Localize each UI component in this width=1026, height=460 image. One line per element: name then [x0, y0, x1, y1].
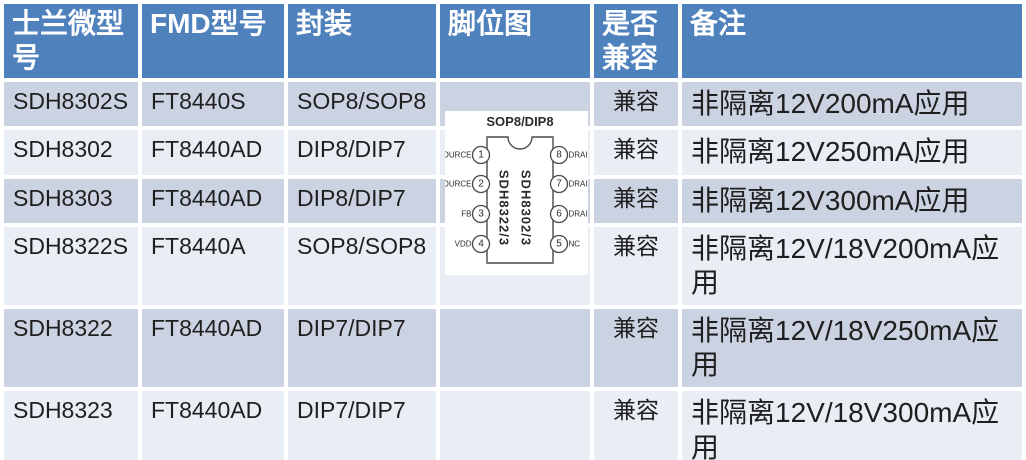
cell-compatible: 兼容 [594, 82, 678, 127]
col-header-compatible: 是否兼容 [594, 4, 678, 79]
pin-number: 6 [556, 209, 562, 220]
chip-label-right: SDH8302/3 [519, 170, 534, 246]
pin-circle [471, 234, 491, 254]
pin-label: SOURCE [445, 180, 472, 189]
col-header-pin-diagram: 脚位图 [440, 4, 590, 79]
left-pins [471, 145, 491, 254]
pin-circle [471, 145, 491, 165]
cell-note: 非隔离12V/18V250mA应用 [682, 309, 1022, 388]
left-pin-numbers: 1 2 3 4 [478, 150, 484, 250]
cell-fmd-model: FT8440S [142, 82, 284, 127]
pin-circle [549, 204, 569, 224]
pin-label: NC [569, 240, 581, 249]
pin-label: SOURCE [445, 151, 472, 160]
pin-diagram-figure: SOP8/DIP8 SDH8322/3 SDH8302/3 1 2 3 4 SO… [445, 114, 589, 264]
cell-compatible: 兼容 [594, 391, 678, 460]
pin-number: 5 [556, 239, 562, 250]
pin-number: 8 [556, 150, 562, 161]
cell-pin-diagram [440, 391, 590, 460]
cell-package: SOP8/SOP8 [288, 82, 436, 127]
col-header-silan-model: 士兰微型号 [4, 4, 138, 79]
cell-note: 非隔离12V300mA应用 [682, 178, 1022, 223]
col-header-package: 封装 [288, 4, 436, 79]
cell-fmd-model: FT8440A [142, 226, 284, 306]
cell-silan-model: SDH8322 [4, 309, 138, 388]
pin-circle [471, 204, 491, 224]
cell-note: 非隔离12V250mA应用 [682, 130, 1022, 175]
pin-circle [549, 145, 569, 165]
cell-package: SOP8/SOP8 [288, 226, 436, 306]
cell-package: DIP8/DIP7 [288, 130, 436, 175]
cell-fmd-model: FT8440AD [142, 309, 284, 388]
cell-fmd-model: FT8440AD [142, 130, 284, 175]
cell-note: 非隔离12V200mA应用 [682, 82, 1022, 127]
pin-number: 4 [478, 239, 484, 250]
pin-diagram-title: SOP8/DIP8 [486, 114, 553, 129]
cell-fmd-model: FT8440AD [142, 391, 284, 460]
chip-outline [486, 136, 554, 264]
header-row: 士兰微型号 FMD型号 封装 脚位图 是否兼容 备注 [4, 4, 1022, 79]
pin-number: 2 [478, 179, 484, 190]
cell-compatible: 兼容 [594, 130, 678, 175]
cell-package: DIP7/DIP7 [288, 309, 436, 388]
table-row: SDH8302S FT8440S SOP8/SOP8 兼容 非隔离12V200m… [4, 82, 1022, 127]
pin-label: VDD [455, 240, 472, 249]
table-row: SDH8323 FT8440AD DIP7/DIP7 兼容 非隔离12V/18V… [4, 391, 1022, 460]
cell-compatible: 兼容 [594, 226, 678, 306]
right-pins [549, 145, 569, 254]
col-header-note: 备注 [682, 4, 1022, 79]
cell-compatible: 兼容 [594, 178, 678, 223]
pin-circle [471, 174, 491, 194]
table-row: SDH8322 FT8440AD DIP7/DIP7 兼容 非隔离12V/18V… [4, 309, 1022, 388]
table-row: SDH8303 FT8440AD DIP8/DIP7 兼容 非隔离12V300m… [4, 178, 1022, 223]
cell-package: DIP8/DIP7 [288, 178, 436, 223]
pin-number: 7 [556, 179, 562, 190]
cell-silan-model: SDH8322S [4, 226, 138, 306]
cell-silan-model: SDH8302S [4, 82, 138, 127]
cell-silan-model: SDH8302 [4, 130, 138, 175]
pin-label: FB [461, 210, 471, 219]
pin-circle [549, 174, 569, 194]
col-header-fmd-model: FMD型号 [142, 4, 284, 79]
pin-number: 1 [478, 150, 484, 161]
chip-label-left: SDH8322/3 [497, 170, 512, 246]
cell-fmd-model: FT8440AD [142, 178, 284, 223]
left-pin-labels: SOURCE SOURCE FB VDD [445, 151, 472, 249]
cell-note: 非隔离12V/18V200mA应用 [682, 226, 1022, 306]
cell-pin-diagram [440, 309, 590, 388]
right-pin-numbers: 8 7 6 5 [556, 150, 562, 250]
cell-silan-model: SDH8303 [4, 178, 138, 223]
pin-number: 3 [478, 209, 484, 220]
cell-note: 非隔离12V/18V300mA应用 [682, 391, 1022, 460]
pin-circle [549, 234, 569, 254]
cell-compatible: 兼容 [594, 309, 678, 388]
cell-silan-model: SDH8323 [4, 391, 138, 460]
cell-package: DIP7/DIP7 [288, 391, 436, 460]
pin-diagram-inset: SOP8/DIP8 SDH8322/3 SDH8302/3 1 2 3 4 SO… [445, 111, 588, 275]
